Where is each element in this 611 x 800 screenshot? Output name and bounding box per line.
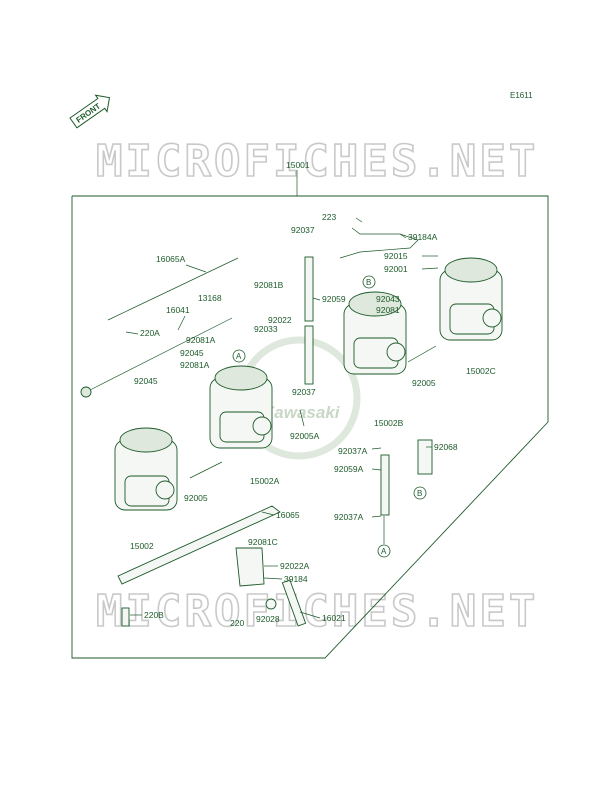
carburetor-15002B xyxy=(343,291,407,375)
label-92068: 92068 xyxy=(434,442,458,452)
label-92045-1: 92045 xyxy=(180,348,204,358)
label-13168: 13168 xyxy=(198,293,222,303)
label-92037-top: 92037 xyxy=(291,225,315,235)
label-92005A: 92005A xyxy=(290,431,320,441)
label-92033: 92033 xyxy=(254,324,278,334)
label-39184A: 39184A xyxy=(408,232,438,242)
label-15002C: 15002C xyxy=(466,366,496,376)
hose-92059A xyxy=(380,454,390,516)
kawasaki-logo-text: Kawasaki xyxy=(262,403,341,422)
leader-lines xyxy=(125,217,439,619)
label-92037A-2: 92037A xyxy=(334,512,364,522)
label-92005-left: 92005 xyxy=(184,493,208,503)
label-220: 220 xyxy=(230,618,244,628)
label-92059: 92059 xyxy=(322,294,346,304)
label-92015: 92015 xyxy=(384,251,408,261)
label-92045-2: 92045 xyxy=(134,376,158,386)
filter-92068 xyxy=(417,439,433,475)
label-92005-right: 92005 xyxy=(412,378,436,388)
svg-text:A: A xyxy=(236,352,242,361)
joint-92005A xyxy=(299,409,305,427)
figure-ref: E1611 xyxy=(510,91,533,100)
callout-B-carb: B xyxy=(362,275,376,289)
shaft-16021 xyxy=(281,579,307,627)
label-92081C: 92081C xyxy=(248,537,278,547)
hose-92059-bottom xyxy=(304,325,314,385)
callout-A-carb: A xyxy=(232,349,246,363)
callout-B-hose: B xyxy=(413,486,427,500)
shaft-end-knob xyxy=(80,386,92,398)
watermark-top: MICROFICHES.NET xyxy=(96,136,538,187)
label-92059A: 92059A xyxy=(334,464,364,474)
label-92001: 92001 xyxy=(384,264,408,274)
shaft-16041 xyxy=(89,317,233,391)
label-92081A-1: 92081A xyxy=(186,335,216,345)
label-15002A: 15002A xyxy=(250,476,280,486)
label-16065: 16065 xyxy=(276,510,300,520)
frame-left-bottom xyxy=(71,196,549,659)
hose-92059-top xyxy=(304,256,314,322)
screw-220B xyxy=(121,607,130,627)
carburetor-15002 xyxy=(114,427,178,511)
label-92081: 92081 xyxy=(376,305,400,315)
label-92022: 92022 xyxy=(268,315,292,325)
label-92043: 92043 xyxy=(376,294,400,304)
label-92081A-2: 92081A xyxy=(180,360,210,370)
watermark-bottom: MICROFICHES.NET xyxy=(96,586,538,637)
label-92028: 92028 xyxy=(256,614,280,624)
svg-text:B: B xyxy=(366,278,371,287)
callout-A-hose: A xyxy=(377,544,391,558)
label-16041: 16041 xyxy=(166,305,190,315)
carburetor-15002A xyxy=(209,365,273,449)
label-92022A: 92022A xyxy=(280,561,310,571)
bracket-39184A xyxy=(339,227,419,259)
label-15001: 15001 xyxy=(286,160,310,170)
label-16021: 16021 xyxy=(322,613,346,623)
label-16065A: 16065A xyxy=(156,254,186,264)
rod-16065A xyxy=(107,257,239,321)
label-92037A-1: 92037A xyxy=(338,446,368,456)
carburetor-15002C xyxy=(439,257,503,341)
label-220A: 220A xyxy=(140,328,160,338)
frame-top-right xyxy=(72,195,549,422)
label-15002B: 15002B xyxy=(374,418,404,428)
label-92037-mid: 92037 xyxy=(292,387,316,397)
label-220B: 220B xyxy=(144,610,164,620)
washer-92028 xyxy=(265,598,277,610)
joint-92005-left xyxy=(189,461,223,479)
label-15002: 15002 xyxy=(130,541,154,551)
label-39184: 39184 xyxy=(284,574,308,584)
front-arrow-icon: FRONT xyxy=(69,94,111,129)
label-223: 223 xyxy=(322,212,336,222)
svg-text:B: B xyxy=(417,489,422,498)
label-92081B: 92081B xyxy=(254,280,284,290)
joint-92005-right xyxy=(407,345,437,363)
svg-text:A: A xyxy=(381,547,387,556)
bracket-39184 xyxy=(235,547,265,587)
bar-16065 xyxy=(117,505,281,585)
